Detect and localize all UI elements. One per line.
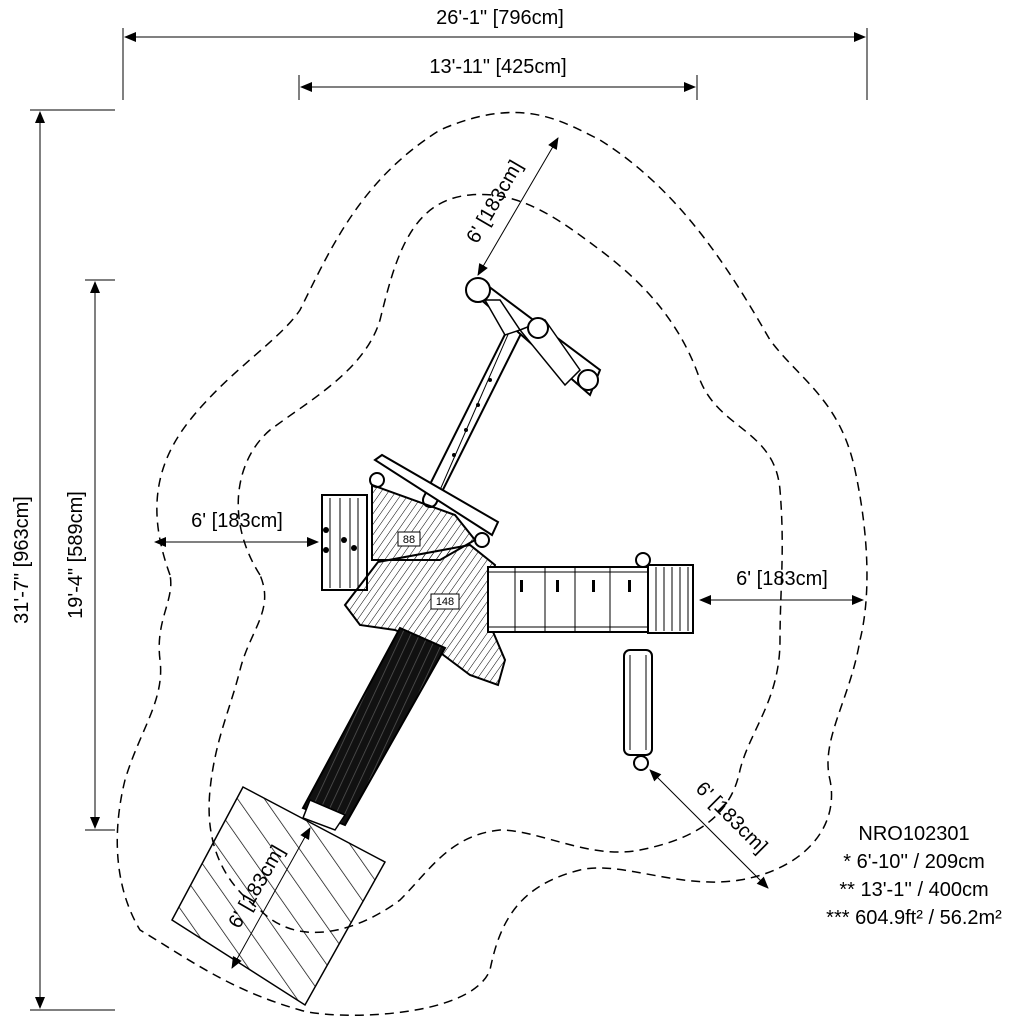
model-number: NRO102301 [858, 823, 969, 845]
tower-roof-beam [369, 453, 500, 548]
outer-safety-zone [116, 111, 868, 1016]
top-clearance-label: 6' [183cm] [462, 157, 527, 247]
ladder [623, 649, 653, 771]
swing-beam [422, 312, 528, 508]
tag-148-label: 148 [436, 596, 454, 608]
tag-88-box: 88 [397, 531, 421, 547]
overall-width-label: 26'-1" [796cm] [436, 7, 564, 29]
walkway-bridge [487, 566, 649, 633]
right-clearance-label: 6' [183cm] [736, 568, 828, 590]
left-clearance-label: 6' [183cm] [191, 510, 283, 532]
swing-a-frame [465, 277, 602, 397]
note-height-1: * 6'-10'' / 209cm [843, 851, 985, 873]
main-deck [343, 543, 507, 687]
bottom-right-clearance-label: 6' [183cm] [691, 778, 771, 858]
inner-width-label: 13'-11" [425cm] [429, 56, 566, 78]
bottom-right-clearance-line [649, 769, 769, 889]
inner-safety-zone [208, 193, 783, 934]
note-area: *** 604.9ft² / 56.2m² [826, 907, 1002, 929]
top-clearance-line [477, 137, 559, 276]
inner-height-label: 19'-4" [589cm] [65, 491, 87, 619]
tag-88-label: 88 [403, 534, 415, 546]
slide-runout-zone [171, 785, 387, 1007]
note-height-2: ** 13'-1'' / 400cm [839, 879, 988, 901]
tag-148-box: 148 [430, 593, 460, 610]
overall-height-label: 31'-7" [963cm] [11, 496, 33, 624]
slide-clearance-line [231, 827, 311, 969]
side-climber [321, 494, 368, 591]
slide [301, 626, 447, 831]
end-platform [635, 552, 694, 634]
